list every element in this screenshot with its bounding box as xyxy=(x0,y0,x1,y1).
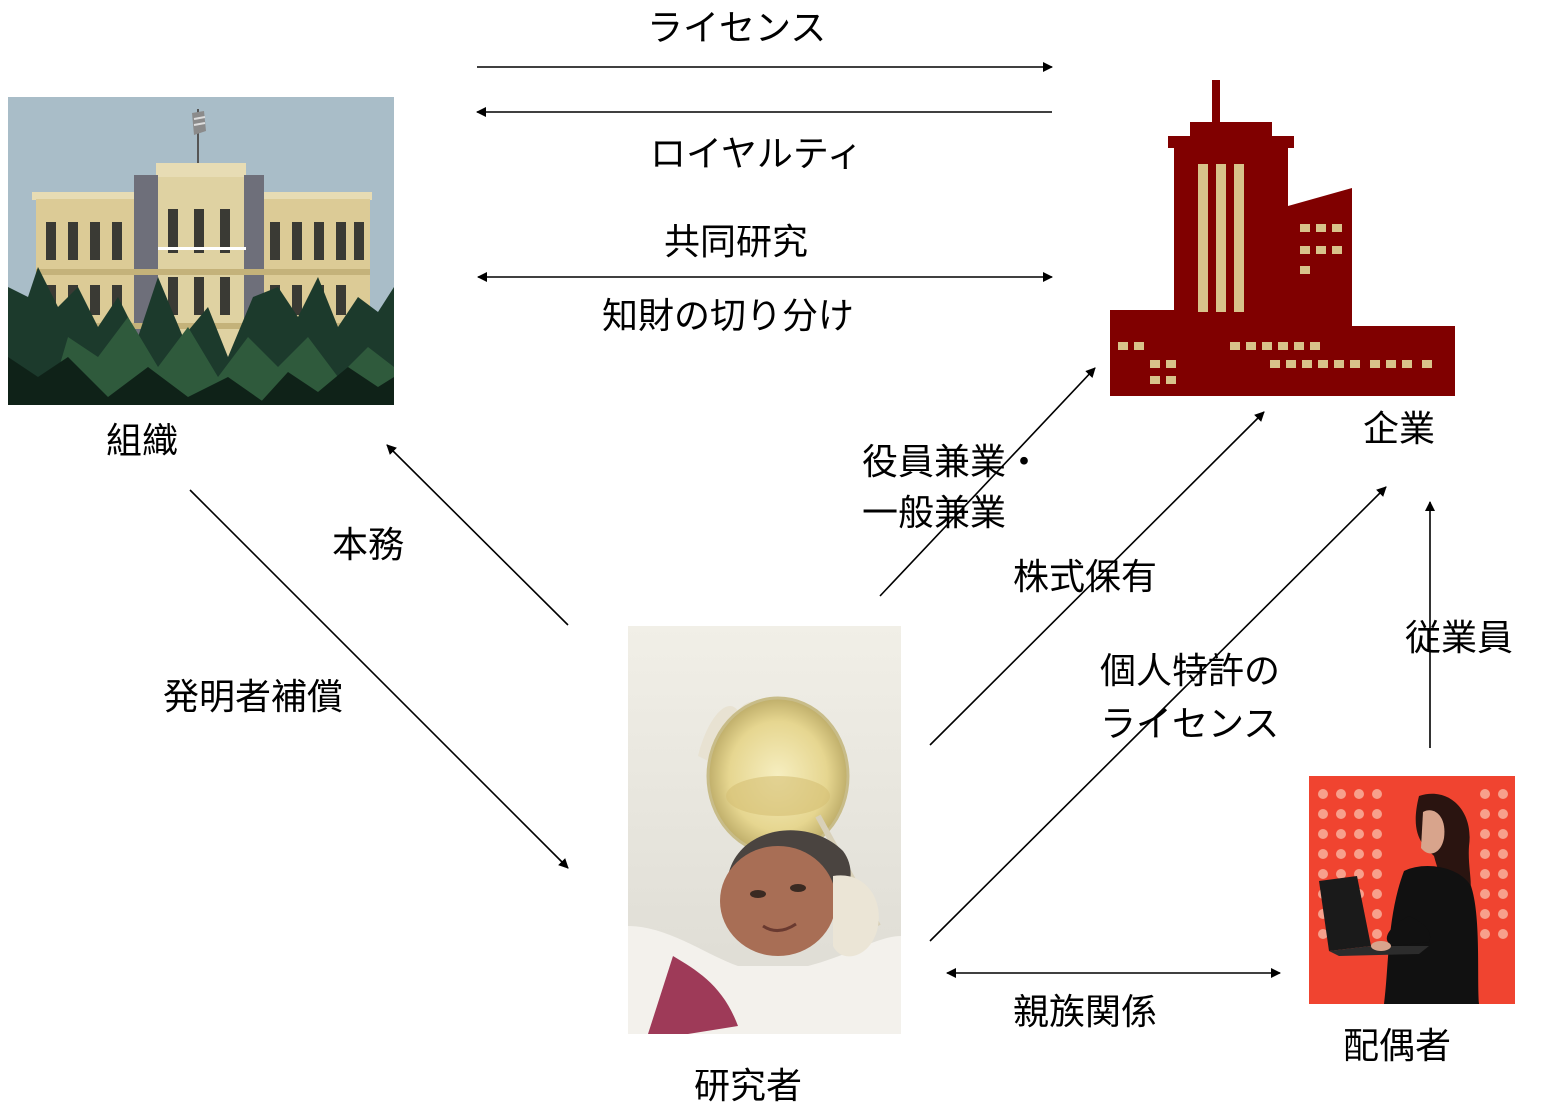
edge-family-relation-label: 親族関係 xyxy=(1013,992,1158,1033)
corporate-tower-icon xyxy=(1110,80,1455,396)
scientist-photo xyxy=(628,626,901,1034)
node-company-label: 企業 xyxy=(1363,409,1436,450)
inventor-compensation-arrow xyxy=(189,489,569,869)
edge-license-label: ライセンス xyxy=(647,8,827,49)
node-researcher-label: 研究者 xyxy=(694,1066,803,1107)
university-building-icon xyxy=(8,97,394,405)
edge-main-duty-label: 本務 xyxy=(332,525,405,566)
edge-inventor-compensation-label: 発明者補償 xyxy=(163,677,344,718)
node-spouse-label: 配偶者 xyxy=(1343,1026,1452,1067)
edge-employee-label: 従業員 xyxy=(1405,618,1514,659)
personal-patent-arrow xyxy=(929,486,1387,942)
businesswoman-laptop-icon xyxy=(1309,776,1515,1004)
edge-officer-side-job-line1: 役員兼業・ xyxy=(862,442,1043,483)
node-organization-label: 組織 xyxy=(106,421,179,462)
edge-joint-research-label: 共同研究 xyxy=(664,222,809,263)
edge-personal-patent-line1: 個人特許の xyxy=(1100,651,1281,692)
edge-shareholding-label: 株式保有 xyxy=(1013,557,1158,598)
main-duty-arrow xyxy=(386,444,569,626)
edge-ip-split-label: 知財の切り分け xyxy=(602,296,855,337)
officer-side-job-arrow xyxy=(879,367,1096,597)
edge-personal-patent-line2: ライセンス xyxy=(1100,704,1280,745)
edge-officer-side-job-line2: 一般兼業 xyxy=(862,493,1007,534)
shareholding-arrow xyxy=(929,411,1265,746)
edge-royalty-label: ロイヤルティ xyxy=(650,134,863,175)
